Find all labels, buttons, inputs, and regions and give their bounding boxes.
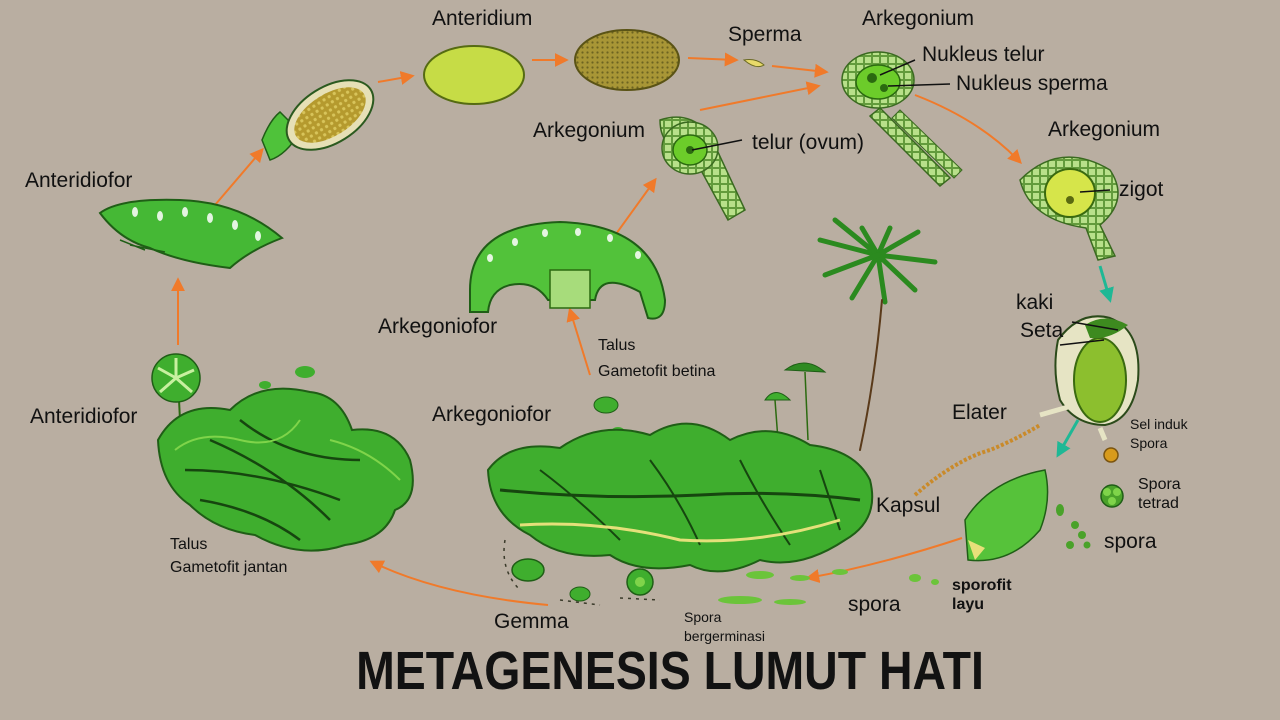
- label-spora-right: spora: [1104, 530, 1157, 553]
- label-talus-betina-1: Talus: [598, 337, 636, 354]
- label-sel-induk-2: Spora: [1130, 435, 1168, 451]
- label-talus-jantan-1: Talus: [170, 536, 208, 553]
- label-sporofit-layu-1: sporofit: [952, 577, 1012, 594]
- label-talus-jantan-2: Gametofit jantan: [170, 559, 288, 576]
- arkegoniofor-umbrella: [469, 220, 667, 320]
- label-arkegonium-top: Arkegonium: [862, 7, 975, 30]
- label-spora-bottom: spora: [848, 593, 901, 616]
- label-spora-tetrad-1: Spora: [1138, 476, 1181, 493]
- sperma-cell: [742, 59, 765, 68]
- elater-strand: [913, 423, 1042, 497]
- label-telur-ovum: telur (ovum): [752, 131, 865, 154]
- spora-cluster: [1056, 504, 1091, 549]
- kapsul-spores: [968, 540, 985, 560]
- arkegonium-fertilization: [841, 51, 963, 188]
- cycle-arrows: [171, 52, 1022, 606]
- label-talus-betina-2: Gametofit betina: [598, 363, 716, 380]
- arrow-talus-to-arkegoniofor: [566, 307, 591, 376]
- diagram-title: METAGENESIS LUMUT HATI: [356, 641, 984, 701]
- arrow-sperma-to-arkegonium: [771, 63, 829, 78]
- label-spora-tetrad-2: tetrad: [1138, 495, 1179, 512]
- arrow-gemma-to-talus: [369, 560, 549, 606]
- arkegonium-egg: [659, 116, 746, 222]
- label-nukleus-sperma: Nukleus sperma: [956, 72, 1108, 95]
- label-spora-germ-2: bergerminasi: [684, 628, 765, 644]
- arrow-to-zigot: [914, 94, 1022, 165]
- label-arkegoniofor-mid: Arkegoniofor: [432, 403, 552, 426]
- talus-jantan: [156, 387, 414, 552]
- label-anteridiofor-left: Anteridiofor: [30, 405, 138, 428]
- arrow-sporofit-to-kapsul: [1056, 419, 1080, 458]
- gemma-stage: [503, 539, 661, 606]
- arkegonium-zigot: [1019, 156, 1119, 261]
- label-arkegonium-mid: Arkegonium: [533, 119, 646, 142]
- label-sperma: Sperma: [728, 23, 802, 46]
- anteridium-body: [423, 45, 525, 105]
- arrow-zigot-to-sporofit: [1098, 265, 1114, 303]
- label-sel-induk-1: Sel induk: [1130, 416, 1188, 432]
- label-spora-germ-1: Spora: [684, 609, 722, 625]
- label-gemma: Gemma: [494, 610, 569, 633]
- sporofit: [1039, 315, 1140, 441]
- arrow-to-anteridium: [377, 71, 415, 85]
- label-arkegoniofor-left: Arkegoniofor: [378, 315, 498, 338]
- label-elater: Elater: [952, 401, 1007, 424]
- label-seta: Seta: [1020, 319, 1064, 342]
- label-anteridiofor-top: Anteridiofor: [25, 169, 133, 192]
- label-sporofit-layu-2: layu: [952, 596, 985, 613]
- label-anteridium: Anteridium: [432, 7, 533, 30]
- talus-betina: [486, 422, 874, 573]
- kapsul: [964, 469, 1049, 562]
- anteridium-mature: [574, 29, 680, 91]
- anteridiofor-small: [151, 353, 201, 421]
- label-nukleus-telur: Nukleus telur: [922, 43, 1045, 66]
- sel-induk-spora: [1103, 447, 1119, 463]
- sporofit-layu: [909, 574, 939, 585]
- sporophyte-arrows: [1056, 265, 1114, 458]
- spora-tetrad: [1100, 484, 1124, 508]
- mature-arkegoniofor: [817, 217, 938, 451]
- arrow-to-sperma: [687, 52, 739, 67]
- arrow-anteridiofor-to-anteridium: [214, 147, 264, 206]
- label-arkegonium-right: Arkegonium: [1048, 118, 1161, 141]
- spora-germinasi: [718, 569, 848, 605]
- label-kapsul: Kapsul: [876, 494, 941, 517]
- anteridiofor-disc: [98, 198, 284, 270]
- anteridium-stalked: [261, 79, 375, 161]
- label-zigot: zigot: [1119, 178, 1164, 201]
- arrow-kapsul-to-spora: [805, 537, 963, 583]
- label-kaki: kaki: [1016, 291, 1054, 314]
- arrow-arkegonium-to-fertilization: [699, 81, 821, 111]
